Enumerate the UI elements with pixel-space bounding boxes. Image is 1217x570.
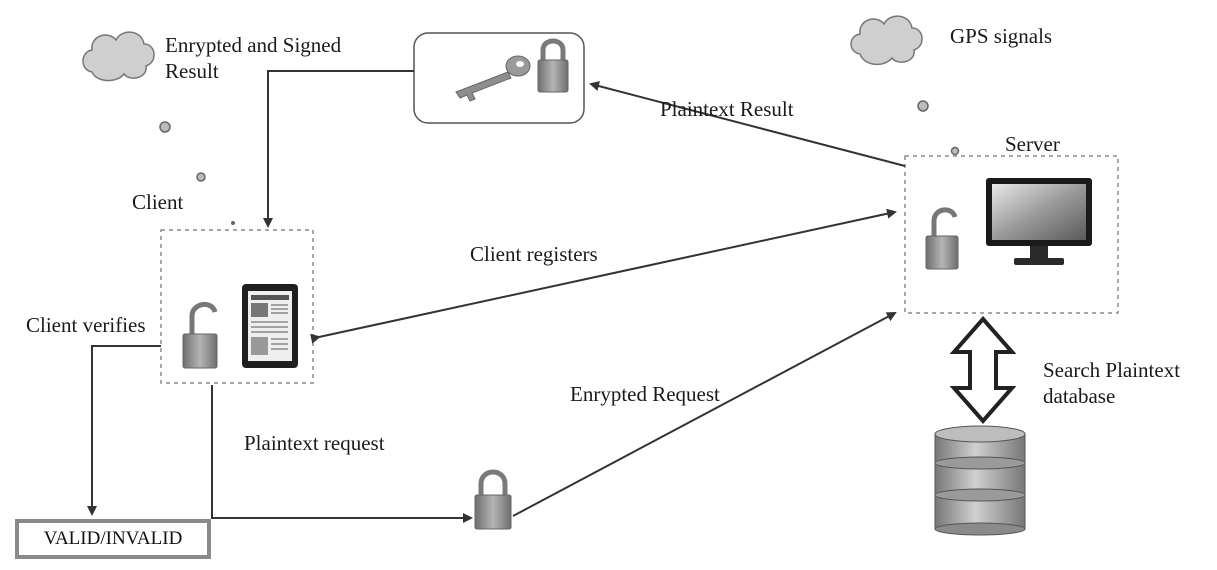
client-box	[160, 229, 314, 384]
client-verifies-arrow	[87, 345, 161, 516]
padlock-open-icon	[925, 207, 959, 270]
bubble-dots	[159, 100, 960, 225]
client-label: Client	[132, 190, 184, 214]
gps-signals-label: GPS signals	[950, 24, 1053, 48]
server-label: Server	[1005, 132, 1060, 156]
plaintext-result-arrow	[589, 81, 906, 167]
valid-invalid-label: VALID/INVALID	[43, 528, 183, 549]
double-arrow-icon	[949, 315, 1017, 425]
cloud-icon	[850, 15, 923, 66]
client-verifies-label: Client verifies	[26, 313, 146, 337]
plaintext-request-label: Plaintext request	[244, 431, 385, 455]
encrypted-signed-result-label: Enrypted and Signed Result	[165, 33, 342, 84]
connectors	[87, 70, 906, 523]
padlock-closed-icon	[537, 38, 569, 93]
database-icon	[934, 425, 1026, 536]
server-box	[904, 155, 1119, 314]
client-registers-arrow	[310, 208, 897, 344]
encrypted-request-label: Enrypted Request	[570, 382, 720, 406]
plaintext-request-arrow	[211, 385, 473, 523]
signed-result-arrow	[263, 70, 414, 228]
search-plaintext-database-label: Search Plaintext database	[1043, 358, 1181, 409]
cloud-icon	[82, 31, 155, 82]
valid-invalid-box: VALID/INVALID	[15, 519, 211, 559]
client-registers-label: Client registers	[470, 242, 598, 266]
plaintext-result-label: Plaintext Result	[660, 97, 794, 121]
tablet-icon	[242, 284, 298, 368]
padlock-open-icon	[182, 302, 218, 369]
padlock-closed-icon	[474, 469, 512, 530]
key-icon	[455, 55, 531, 102]
encrypted-request-arrow	[512, 312, 897, 517]
monitor-icon	[986, 178, 1092, 265]
